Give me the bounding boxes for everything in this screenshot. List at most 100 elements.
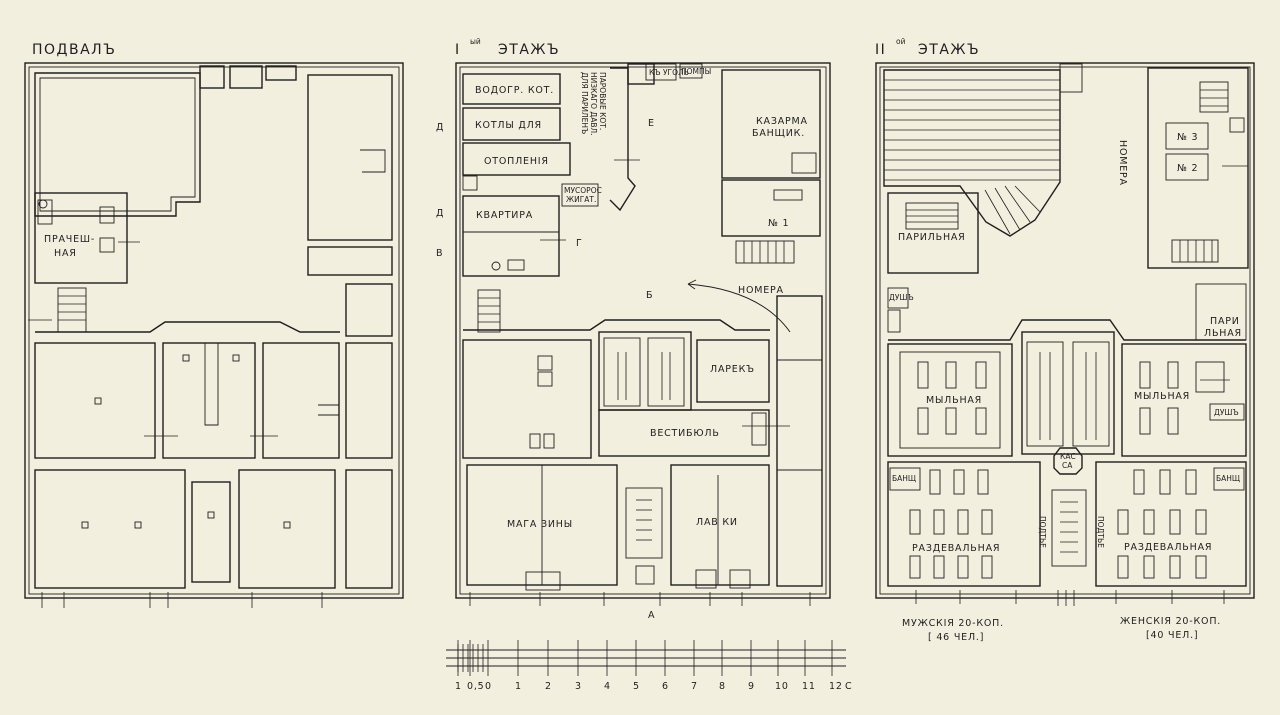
floor1-room-no1 (721, 179, 821, 237)
floor1-mark-d1: Д (436, 122, 444, 133)
floor2-rooms-label: НОМЕРА (1117, 140, 1128, 186)
floor2-no2-label: № 2 (1177, 163, 1198, 174)
floor1-stores-door-1 (695, 569, 717, 589)
floor2-dressing-left-label: РАЗДЕВАЛЬНАЯ (912, 543, 1000, 554)
floor1-barracks-label-2: БАНЩИК. (752, 128, 805, 139)
floor1-apartment-bath (507, 259, 525, 271)
scale-label: 3 (575, 681, 582, 692)
floor1-shop-upper (462, 339, 592, 459)
scale-label: 5 (633, 681, 640, 692)
scale-label: 11 (802, 681, 816, 692)
floor2-steam-right-label-1: ПАРИ (1210, 316, 1240, 327)
floor1-steam-label-3: ДЛЯ ПАРИЛЕНЪ (580, 72, 589, 134)
floor1-stair-right (735, 240, 795, 264)
basement-pillar-3 (232, 354, 240, 362)
floor1-title-number: I (455, 42, 461, 58)
floor1-stores-label: ЛАВ КИ (696, 517, 738, 528)
basement-pillar-5 (134, 521, 142, 529)
floor2-linen-left-label: ПОДТЬЕ (1038, 516, 1047, 548)
floor2-central-stair-steps (1026, 341, 1110, 447)
floor2-cashier-booth (1053, 447, 1083, 475)
floor1-coal-label: КЪ УГОЛЬ (649, 68, 689, 77)
floor2-steam-benches-left (905, 202, 959, 230)
floor2-dressing-left-seats (909, 469, 993, 579)
floor1-boiler-water-label: ВОДОГР. КОТ. (475, 85, 554, 96)
floor1-main-stair-steps (617, 352, 671, 400)
floor2-inner-wall (879, 66, 1251, 595)
basement-pillar-6 (207, 511, 215, 519)
scale-label: С (845, 681, 852, 692)
floor2-wash-left-benches (917, 361, 987, 435)
floor2-steam-left-label: ПАРИЛЬНАЯ (898, 232, 966, 243)
floor1-entrance-stair (625, 487, 663, 559)
floor2-ticks (915, 165, 1248, 606)
floor2-shower-left-tub (887, 309, 901, 333)
basement-laundry-tub-1 (99, 206, 115, 224)
basement-room-mid-left (34, 342, 156, 459)
floor1-vestibule-room (598, 409, 770, 457)
scale-label: 0,5 (467, 681, 485, 692)
floor2-cashier-label-2: СА (1062, 461, 1073, 470)
floor2-linen-right-label: ПОДТЬЕ (1096, 516, 1105, 548)
floor2-dressing-room-left (887, 461, 1041, 587)
floor2-attendant-left-box (889, 467, 921, 491)
floor1-stores-room (670, 464, 770, 586)
floor1-heating-room (462, 142, 571, 176)
scale-label: 1 (515, 681, 522, 692)
floor1-coal-chamber (645, 63, 677, 81)
basement-pillar-1 (94, 397, 102, 405)
floor2-rooms-stove (1229, 117, 1245, 133)
floor1-mark-b: Б (646, 290, 653, 301)
floor1-stores-door-2 (729, 569, 751, 589)
floor1-garbage-burner-room (561, 183, 599, 207)
floor2-dressing-room-right (1095, 461, 1247, 587)
floor1-shops-label: МАГА ЗИНЫ (507, 519, 573, 530)
basement-mid-right-opening (318, 404, 339, 416)
floor1-boilers-label: КОТЛЫ ДЛЯ (475, 120, 542, 131)
floor2-cashier-label-1: КАС (1060, 452, 1076, 461)
floor2-entrance-stair (1051, 489, 1087, 567)
floor1-mark-v: В (436, 248, 443, 259)
floor1-stall-label: ЛАРЕКЪ (710, 364, 755, 375)
floor1-apartment-room (462, 195, 560, 277)
floor2-women-caption-2: [40 ЧЕЛ.] (1146, 630, 1198, 641)
floor2-shower-right-box (1209, 403, 1245, 421)
floor1-shop-counter-1 (529, 433, 541, 449)
basement-laundry-boiler (37, 199, 53, 225)
basement-title: ПОДВАЛЪ (32, 42, 116, 58)
basement-room-mid-right (262, 342, 340, 459)
floor2-roof-hatching (883, 69, 1061, 237)
floor2-title-superscript: ой (896, 37, 906, 46)
floor1-furnace-wall (609, 67, 636, 212)
floor1-shop-counter-2 (543, 433, 555, 449)
floor1-garbage-label-1: МУСОРОС (564, 186, 602, 195)
floor1-shops-entrance (525, 571, 561, 591)
floor1-shop-stove-2 (537, 371, 553, 387)
floor2-attendant-left-label: БАНЩ (892, 474, 916, 483)
basement-right-cell-1 (345, 283, 393, 337)
basement-ticks (28, 241, 323, 608)
basement-room-bottom-right (238, 469, 336, 589)
floor1-shop-stove-1 (537, 355, 553, 371)
floor1-boiler-water-room (462, 73, 561, 105)
basement-room-bottom-left (34, 469, 186, 589)
floor2-wash-room-right (1121, 343, 1247, 457)
floor2-rooms-label-group: НОМЕРА (1117, 140, 1128, 186)
floor2-chimney-block (1059, 63, 1083, 93)
basement-inner-wall (28, 66, 400, 595)
floor2-wash-right-label: МЫЛЬНАЯ (1134, 391, 1190, 402)
floor1-no1-bath (773, 189, 803, 201)
basement-laundry-tub-2 (99, 237, 115, 253)
floor2-rooms-stairs (1171, 81, 1229, 263)
floor2-room-no2 (1165, 153, 1209, 181)
basement-corridor-wall (35, 321, 340, 333)
floor1-steam-label-2: НИЗКАГО ДАВЛ. (589, 72, 598, 136)
basement-room-mid-center (162, 342, 256, 459)
basement-mid-partition (204, 343, 219, 426)
floor1-mark-a: А (648, 610, 655, 621)
scale-label: 0 (485, 681, 492, 692)
basement-storage-inner (39, 77, 196, 212)
basement-plan: ПОДВАЛЪ ПРАЧЕШ- НАЯ (24, 42, 404, 608)
